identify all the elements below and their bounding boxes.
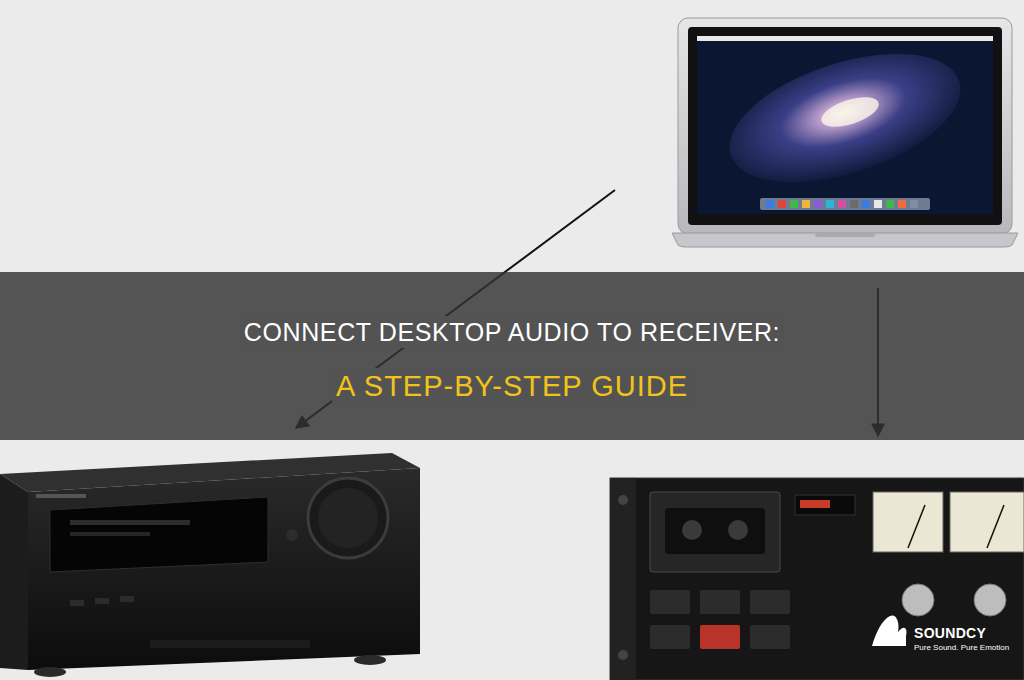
laptop-picture [672,18,1018,247]
cassette-deck-picture [610,478,1024,680]
logo-tagline: Pure Sound. Pure Emotion [910,642,1013,654]
av-receiver-picture [0,453,420,677]
title-band [0,272,1024,440]
logo-icon [872,615,907,646]
title-text: CONNECT DESKTOP AUDIO TO RECEIVER: [240,316,784,348]
subtitle-text: A STEP-BY-STEP GUIDE [332,368,692,405]
logo-name: SOUNDCY [910,624,990,643]
